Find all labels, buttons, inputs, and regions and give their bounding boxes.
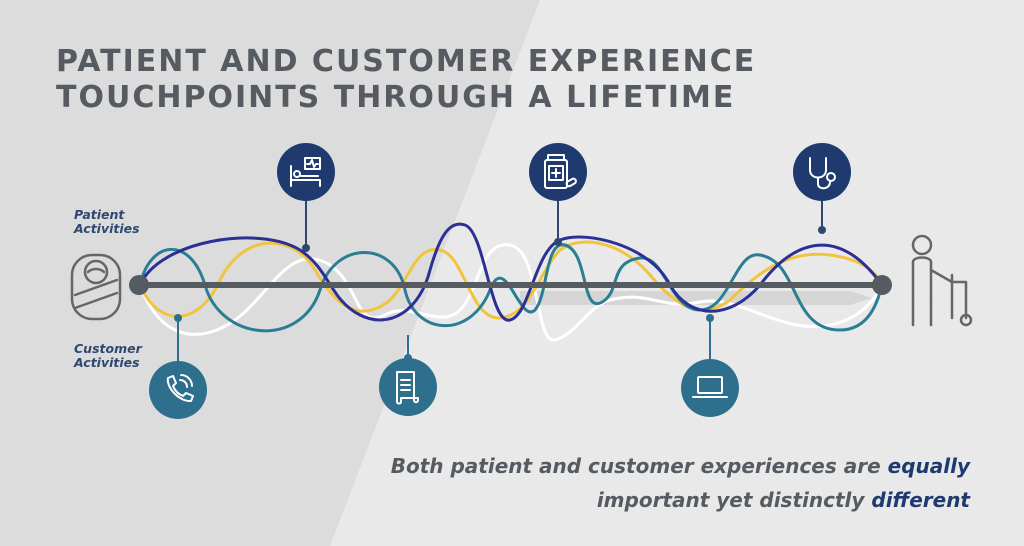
tagline-line1-prefix: Both patient and customer experiences ar… bbox=[390, 454, 888, 478]
patient-marker-1 bbox=[277, 143, 335, 252]
marker-dot bbox=[174, 314, 182, 322]
background-right-diagonal bbox=[330, 0, 1024, 546]
elderly-walker-icon bbox=[911, 234, 973, 327]
marker-circle bbox=[793, 143, 851, 201]
title-line-1: PATIENT AND CUSTOMER EXPERIENCE bbox=[56, 44, 757, 79]
phone-call-icon bbox=[166, 374, 194, 403]
customer-label-line2: Activities bbox=[74, 355, 140, 370]
yellow-wave bbox=[138, 240, 884, 320]
timeline-start-dot bbox=[129, 275, 149, 295]
stethoscope-icon bbox=[809, 157, 836, 190]
marker-dot bbox=[554, 238, 562, 246]
medicine-bottle-icon bbox=[544, 154, 577, 189]
marker-circle bbox=[379, 358, 437, 416]
customer-marker-3 bbox=[681, 314, 739, 417]
title-line-2: TOUCHPOINTS THROUGH A LIFETIME bbox=[56, 80, 736, 115]
laptop-icon bbox=[692, 376, 728, 398]
marker-circle bbox=[277, 143, 335, 201]
marker-dot bbox=[706, 314, 714, 322]
patient-activities-label: Patient Activities bbox=[74, 208, 140, 236]
tagline-emphasis-different: different bbox=[871, 488, 970, 512]
patient-label-line2: Activities bbox=[74, 221, 140, 236]
patient-marker-2 bbox=[529, 143, 587, 246]
infant-icon bbox=[70, 253, 122, 321]
tagline-line2-prefix: important yet distinctly bbox=[596, 488, 872, 512]
timeline-end-dot bbox=[872, 275, 892, 295]
hospital-bed-icon bbox=[290, 157, 321, 187]
patient-label-line1: Patient bbox=[74, 207, 125, 222]
marker-dot bbox=[302, 244, 310, 252]
tagline-emphasis-equally: equally bbox=[887, 454, 970, 478]
tagline-line-2: important yet distinctly different bbox=[597, 488, 970, 512]
customer-marker-1 bbox=[149, 314, 207, 419]
navy-wave bbox=[138, 222, 884, 322]
customer-label-line1: Customer bbox=[74, 341, 142, 356]
marker-dot bbox=[818, 226, 826, 234]
customer-activities-label: Customer Activities bbox=[74, 342, 142, 370]
customer-marker-2 bbox=[379, 335, 437, 416]
patient-marker-3 bbox=[793, 143, 851, 234]
marker-circle bbox=[681, 359, 739, 417]
marker-circle bbox=[149, 361, 207, 419]
bill-receipt-icon bbox=[396, 371, 419, 405]
tagline-line-1: Both patient and customer experiences ar… bbox=[391, 454, 970, 478]
teal-wave bbox=[138, 243, 884, 333]
